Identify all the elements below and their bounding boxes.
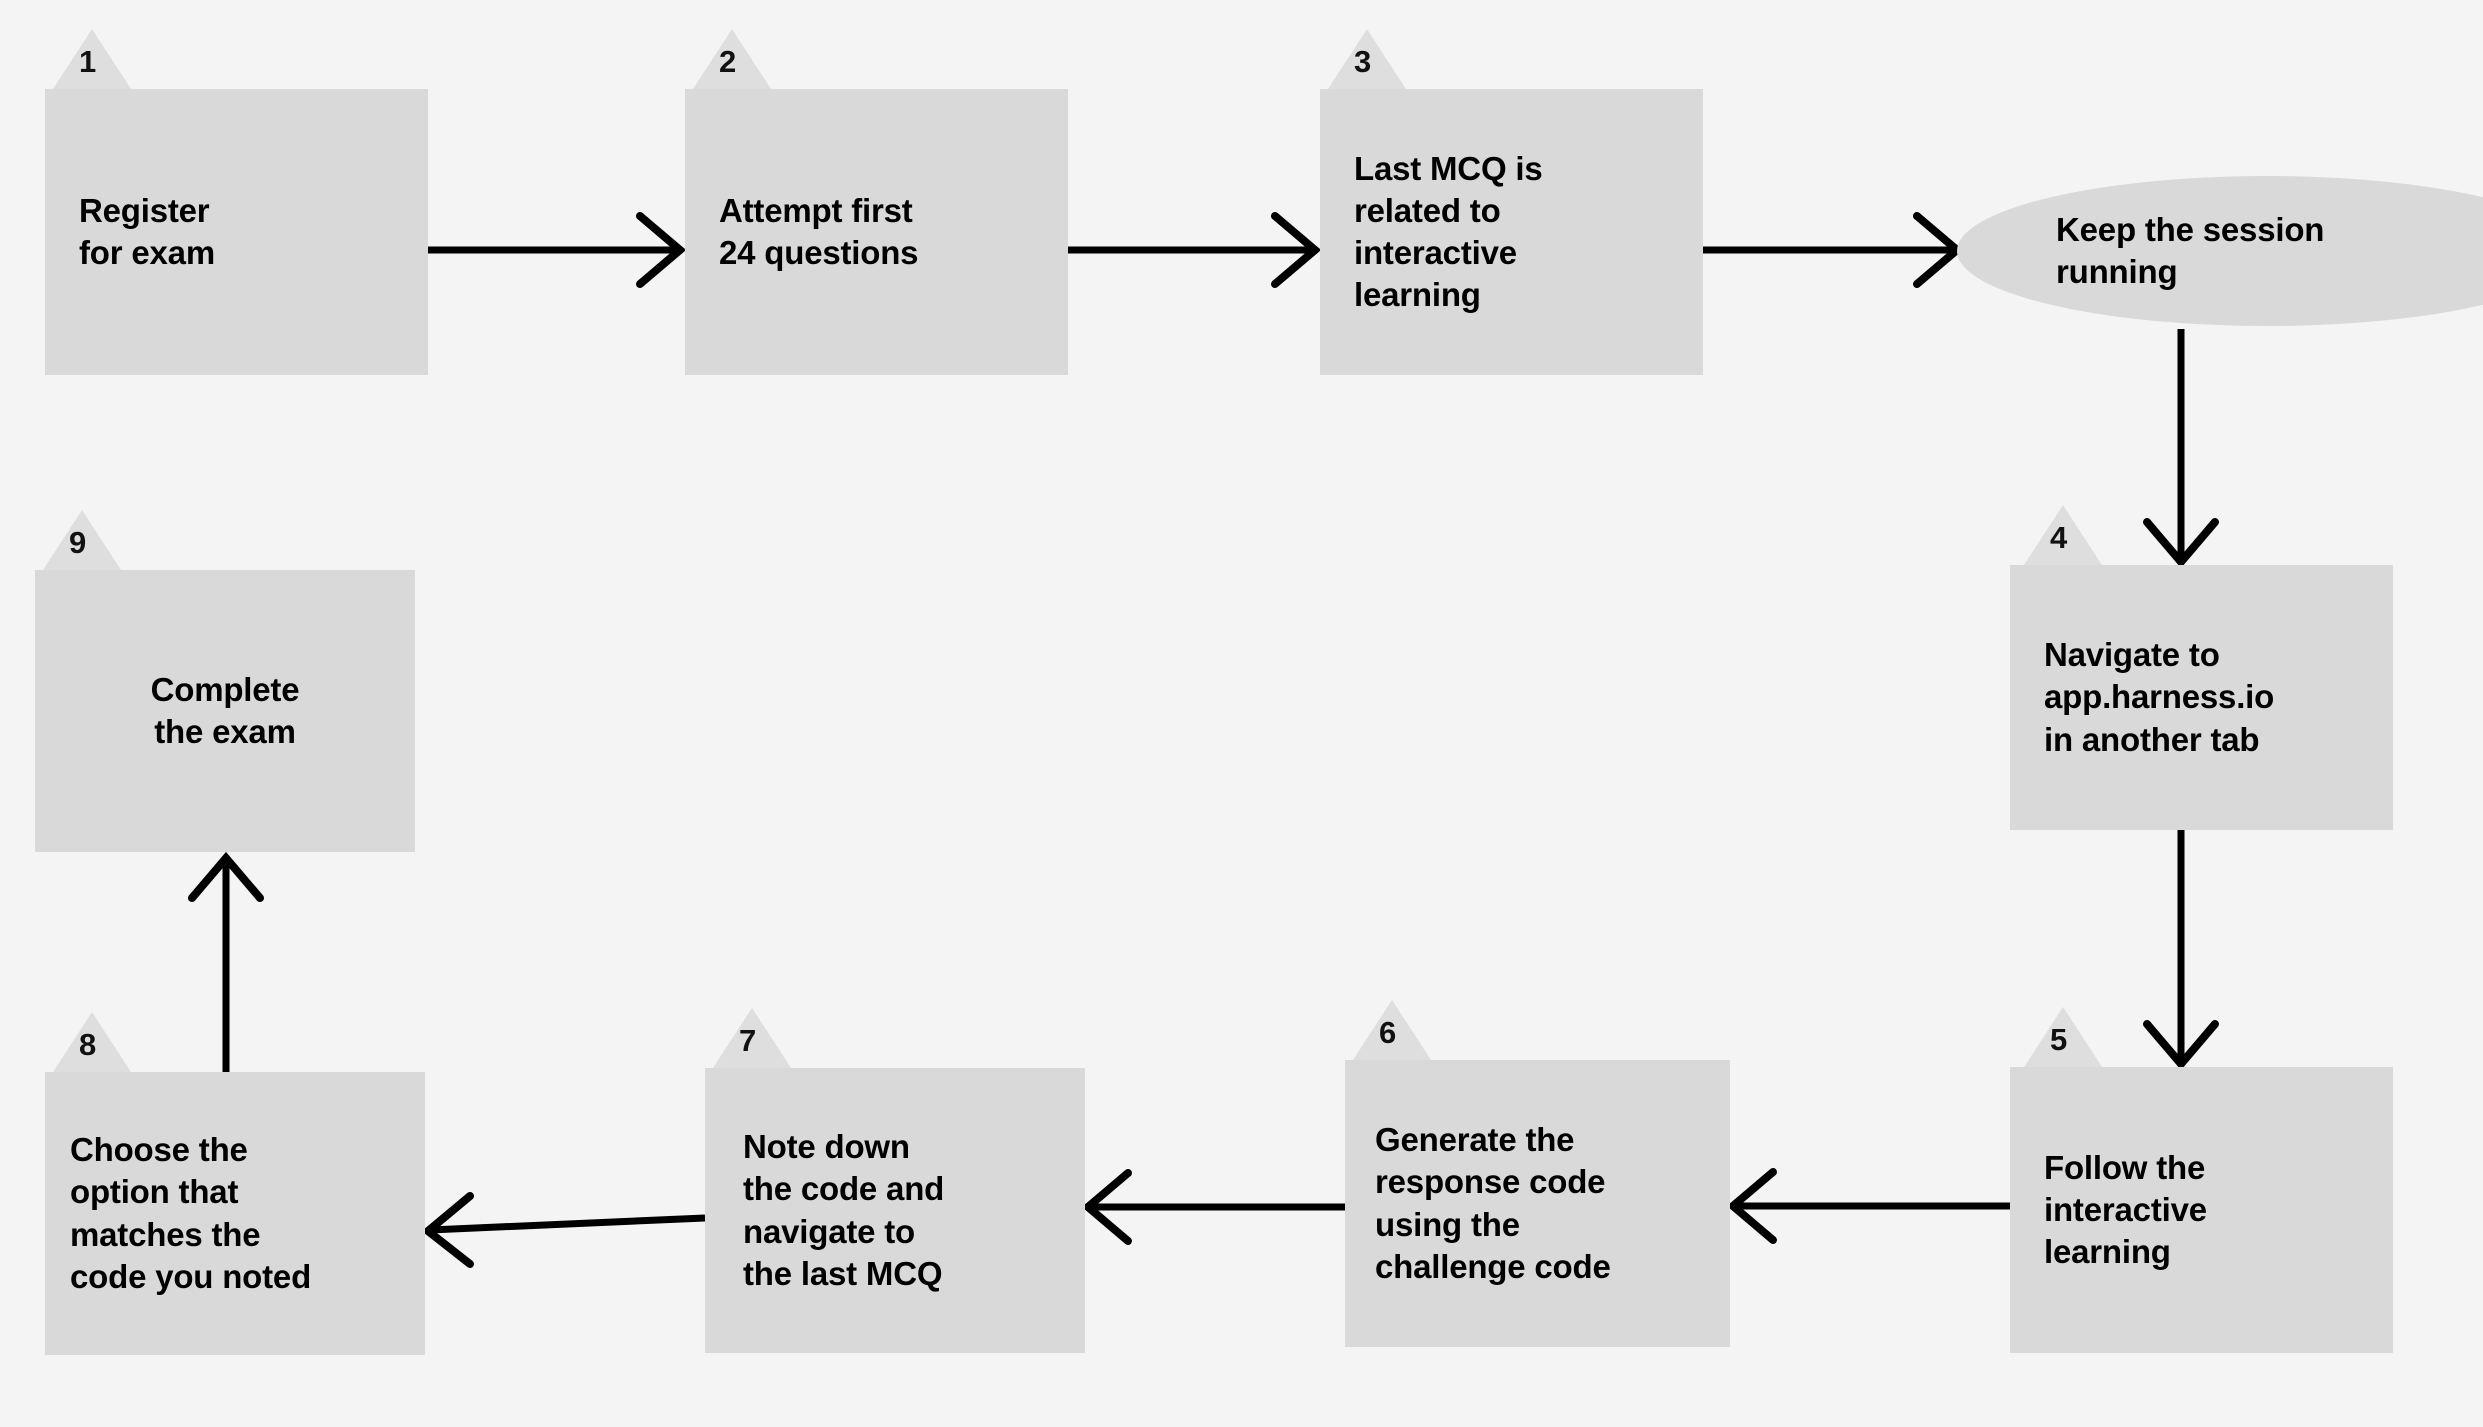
step-badge-number-3: 3: [1354, 44, 1372, 79]
step-badge-number-1: 1: [79, 44, 97, 79]
step-badge-number-7: 7: [739, 1023, 757, 1058]
step-badge-8: [53, 1012, 131, 1072]
flow-node-choose-the-option[interactable]: Choose the option that matches the code …: [45, 1072, 425, 1355]
edge-n8-to-n9: [188, 851, 264, 1072]
step-badge-6: [1353, 1000, 1431, 1060]
flow-node-register-for-exam[interactable]: Register for exam: [45, 89, 428, 375]
edge-n1-to-n2: [428, 212, 687, 288]
flow-node-follow-the-interactive-learning[interactable]: Follow the interactive learning: [2010, 1067, 2393, 1353]
edge-session-to-n4: [2143, 329, 2219, 569]
flow-node-label: Choose the option that matches the code …: [70, 1131, 312, 1295]
edge-n3-to-session: [1703, 212, 1964, 288]
step-badge-number-9: 9: [69, 525, 87, 560]
flow-node-label: Complete the exam: [150, 670, 300, 750]
edge-n5-to-n6: [1726, 1168, 2010, 1244]
flow-node-label: Generate the response code using the cha…: [1375, 1121, 1611, 1285]
flow-node-note-down-the-code[interactable]: Note down the code and navigate to the l…: [705, 1068, 1085, 1353]
step-badge-number-5: 5: [2050, 1022, 2068, 1057]
step-badge-number-4: 4: [2050, 520, 2068, 555]
flow-node-keep-the-session-running[interactable]: Keep the session running: [1957, 176, 2483, 326]
flow-node-label: Register for exam: [79, 191, 215, 271]
flow-node-label: Last MCQ is related to interactive learn…: [1354, 149, 1543, 314]
step-badge-number-8: 8: [79, 1027, 97, 1062]
edge-n7-to-n8: [421, 1192, 706, 1268]
step-badge-9: [43, 510, 121, 570]
step-badge-3: [1328, 29, 1406, 89]
flow-node-complete-the-exam[interactable]: Complete the exam: [35, 570, 415, 852]
flow-node-label: Keep the session running: [2056, 210, 2325, 290]
step-badge-5: [2024, 1007, 2102, 1067]
flow-node-label: Follow the interactive learning: [2044, 1148, 2207, 1271]
edge-n4-to-n5: [2143, 830, 2219, 1071]
step-badge-2: [693, 29, 771, 89]
step-badge-4: [2024, 505, 2102, 565]
flow-node-navigate-to-app-harness-io[interactable]: Navigate to app.harness.io in another ta…: [2010, 565, 2393, 830]
flow-node-label: Note down the code and navigate to the l…: [743, 1128, 945, 1292]
flow-node-generate-the-response-code[interactable]: Generate the response code using the cha…: [1345, 1060, 1730, 1347]
flow-node-last-mcq-interactive-learning[interactable]: Last MCQ is related to interactive learn…: [1320, 89, 1703, 375]
flow-node-label: Attempt first 24 questions: [719, 191, 919, 271]
edge-n6-to-n7: [1081, 1169, 1345, 1245]
step-badge-1: [53, 29, 131, 89]
flow-node-attempt-first-24-questions[interactable]: Attempt first 24 questions: [685, 89, 1068, 375]
step-badge-7: [713, 1008, 791, 1068]
step-badge-number-2: 2: [719, 44, 737, 79]
step-badge-number-6: 6: [1379, 1015, 1397, 1050]
edge-n2-to-n3: [1068, 212, 1322, 288]
flow-node-label: Navigate to app.harness.io in another ta…: [2044, 636, 2275, 758]
